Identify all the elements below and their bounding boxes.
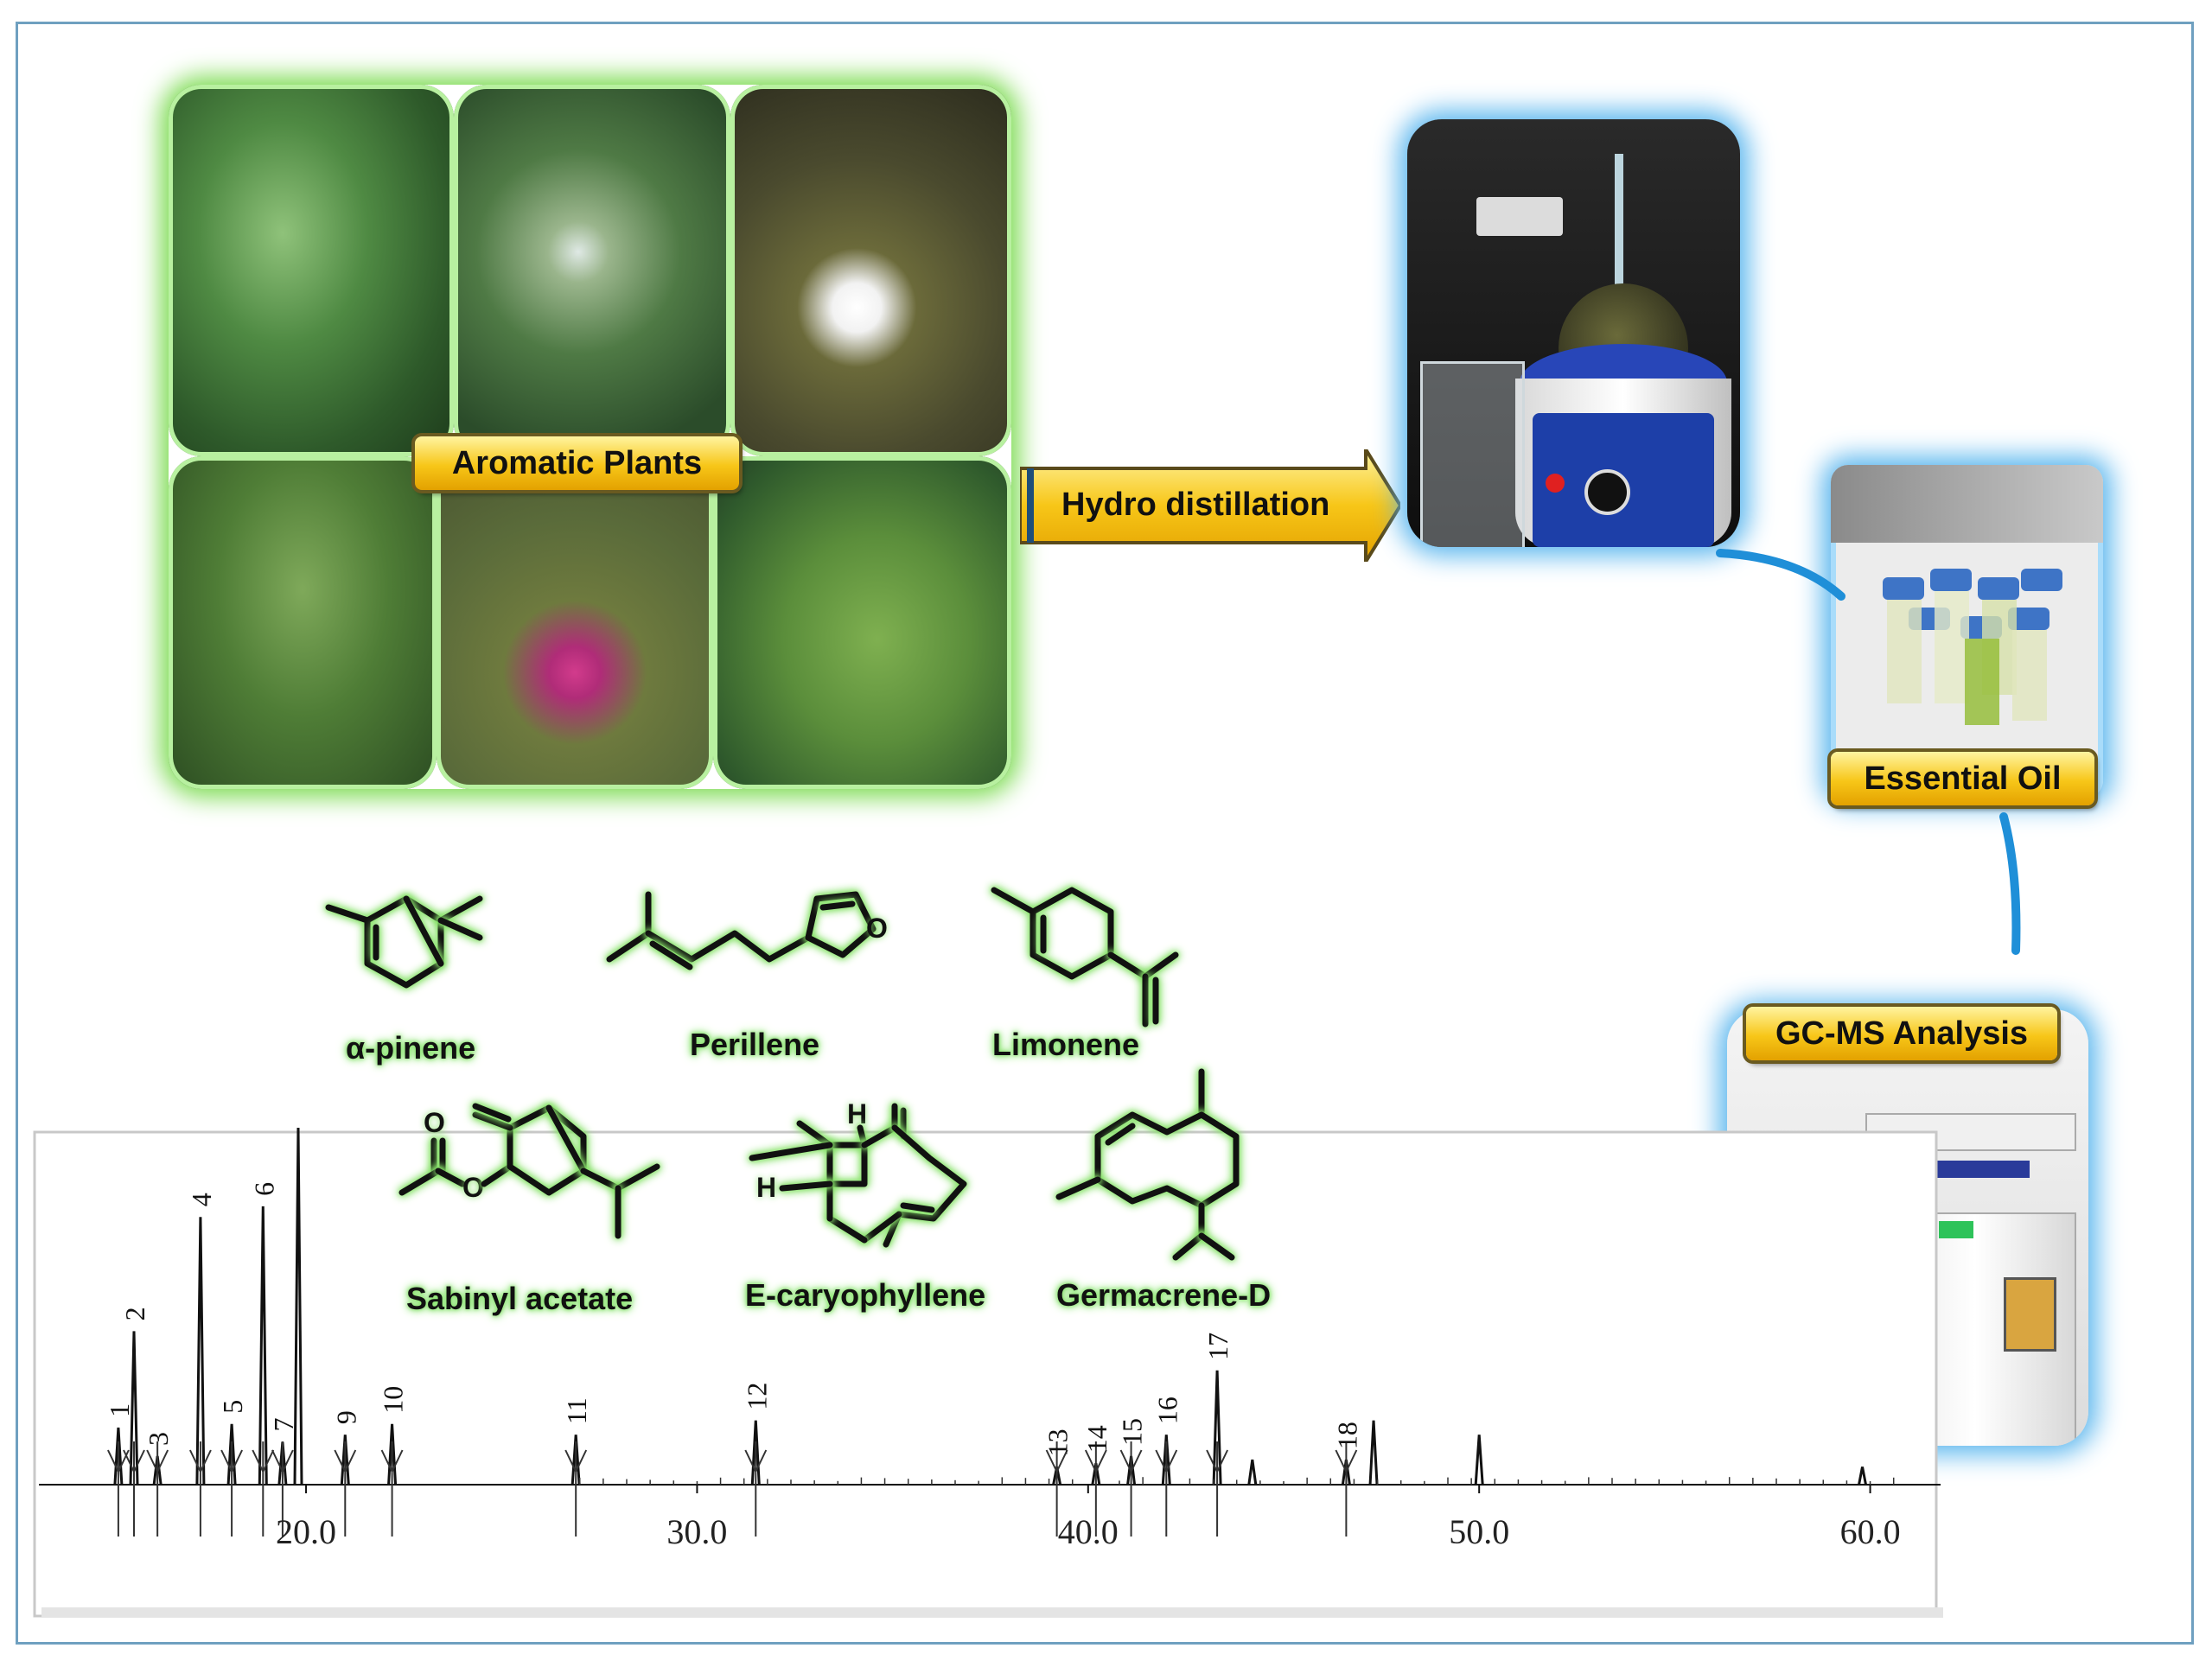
peak-marker-arrow (1335, 1441, 1358, 1537)
peak-label: 14 (1081, 1425, 1112, 1453)
peak-label: 17 (1202, 1333, 1233, 1360)
germacrene-d-structure (1055, 1068, 1240, 1261)
peak-marker-arrow (271, 1441, 294, 1537)
chromatogram-peak (750, 1420, 761, 1486)
peak-label: 4 (186, 1193, 217, 1206)
peak-marker-arrow (1084, 1441, 1107, 1537)
chromatogram-peak (387, 1423, 398, 1486)
essential-oil-label: Essential Oil (1831, 752, 2094, 805)
perillene-label: Perillene (690, 1027, 820, 1062)
germacrene-d-label: Germacrene-D (1056, 1277, 1272, 1313)
peak-marker-arrow (252, 1441, 275, 1537)
plant-photo-3 (730, 85, 1011, 456)
peak-label: 7 (268, 1417, 299, 1431)
x-axis-tick-label: 40.0 (1058, 1512, 1119, 1551)
chromatogram-peak (258, 1206, 268, 1486)
plant-photo-2 (454, 85, 730, 456)
chromatogram-peak (129, 1331, 139, 1486)
peak-marker-arrow (123, 1441, 145, 1537)
peak-marker-arrow (1119, 1441, 1143, 1537)
sabinyl-acetate-label: Sabinyl acetate (406, 1281, 634, 1316)
figure-frame (16, 22, 2194, 1645)
chromatogram-peak (293, 1127, 303, 1486)
e-caryophyllene-structure: H H (749, 1098, 967, 1248)
peak-label: 2 (119, 1307, 150, 1320)
peak-label: 3 (143, 1432, 174, 1446)
hydro-distillation-label: Hydro distillation (1061, 487, 1330, 523)
sabinyl-acetate-structure: O O (398, 1103, 660, 1239)
chromatogram-peak (1212, 1370, 1222, 1486)
chromatogram-peak (1474, 1435, 1484, 1486)
plant-photo-4 (169, 456, 437, 789)
peak-marker-arrow (1045, 1441, 1068, 1537)
chromatogram-peak (1368, 1420, 1379, 1486)
svg-text:O: O (424, 1107, 445, 1138)
limonene-label: Limonene (992, 1027, 1140, 1062)
peak-marker-arrow (380, 1441, 404, 1537)
aromatic-plants-photo-grid (169, 85, 1011, 789)
plant-photo-5 (437, 456, 713, 789)
plant-photo-6 (713, 456, 1011, 789)
peak-marker-arrow (189, 1441, 212, 1537)
plant-photo-1 (169, 85, 454, 456)
peak-label: 16 (1151, 1397, 1182, 1424)
peak-marker-arrow (1206, 1441, 1229, 1537)
svg-text:O: O (462, 1172, 484, 1203)
x-axis-tick-label: 30.0 (666, 1512, 727, 1551)
distillation-apparatus-photo (1407, 119, 1740, 547)
peak-label: 6 (248, 1182, 279, 1196)
svg-text:O: O (866, 913, 888, 944)
svg-text:H: H (756, 1172, 776, 1203)
gcms-analysis-label: GC-MS Analysis (1746, 1007, 2057, 1060)
x-axis-tick-label: 50.0 (1449, 1512, 1509, 1551)
peak-marker-arrow (146, 1441, 169, 1537)
peak-marker-arrow (220, 1441, 243, 1537)
peak-label: 13 (1042, 1428, 1074, 1456)
alpha-pinene-label: α-pinene (346, 1030, 476, 1066)
peak-label: 1 (104, 1403, 135, 1417)
e-caryophyllene-label: E-caryophyllene (745, 1277, 986, 1313)
peak-label: 15 (1117, 1418, 1148, 1446)
limonene-structure (991, 887, 1179, 1028)
perillene-structure: O (606, 891, 888, 970)
peak-label: 11 (561, 1397, 592, 1424)
svg-text:H: H (847, 1098, 867, 1129)
peak-marker-arrow (744, 1441, 768, 1537)
peak-label: 18 (1331, 1422, 1362, 1449)
peak-marker-arrow (564, 1441, 588, 1537)
x-axis-tick-label: 20.0 (276, 1512, 336, 1551)
peak-label: 5 (217, 1400, 248, 1414)
essential-oil-photo (1831, 465, 2103, 798)
hydro-distillation-arrow (1020, 449, 1400, 562)
chromatogram-peak (195, 1217, 206, 1486)
chromatogram-peak (226, 1423, 237, 1486)
alpha-pinene-structure (325, 895, 483, 989)
peak-label: 10 (378, 1386, 409, 1414)
aromatic-plants-label: Aromatic Plants (415, 436, 739, 490)
peak-label: 9 (330, 1410, 361, 1424)
x-axis-tick-label: 60.0 (1840, 1512, 1901, 1551)
chromatogram-peak (1858, 1467, 1867, 1486)
peak-marker-arrow (334, 1441, 357, 1537)
peak-marker-arrow (1155, 1441, 1178, 1537)
peak-label: 12 (741, 1383, 772, 1410)
chromatogram-peak (1247, 1459, 1258, 1486)
peak-marker-arrow (107, 1441, 130, 1537)
